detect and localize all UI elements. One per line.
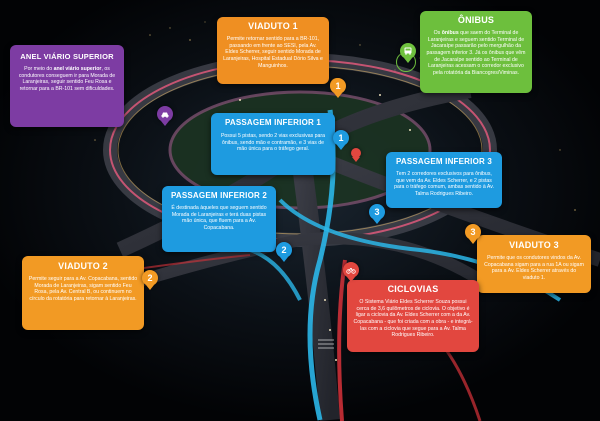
card-onibus: ÔNIBUS Os ônibus que saem do Terminal de…	[420, 11, 532, 93]
card-ciclovias: CICLOVIAS O Sistema Viário Eldes Scherre…	[347, 280, 479, 352]
bus-icon	[400, 43, 416, 59]
pin-passagem3: 3	[369, 204, 385, 220]
card-passagem3-text: Tem 2 corredores exclusivos para ônibus,…	[394, 171, 494, 197]
marker-red-lane	[351, 148, 361, 158]
bicycle-icon	[343, 262, 359, 278]
card-passagem3-title: PASSAGEM INFERIOR 3	[395, 157, 493, 166]
card-passagem1-title: PASSAGEM INFERIOR 1	[224, 118, 322, 127]
card-viaduto2-title: VIADUTO 2	[58, 261, 108, 271]
car-icon	[157, 106, 173, 122]
card-anel-text: Por meio do anel viário superior, os con…	[18, 66, 116, 92]
card-viaduto3-text: Permite que os condutores vindos da Av. …	[484, 255, 584, 281]
card-viaduto1-title: VIADUTO 1	[248, 21, 298, 31]
pin-viaduto1: 1	[330, 78, 346, 94]
card-viaduto3: VIADUTO 3 Permite que os condutores vind…	[477, 235, 591, 293]
card-passagem1: PASSAGEM INFERIOR 1 Possui 5 pistas, sen…	[211, 113, 335, 175]
card-onibus-text: Os ônibus que saem do Terminal de Laranj…	[426, 30, 526, 76]
card-passagem2-title: PASSAGEM INFERIOR 2	[170, 191, 268, 200]
card-viaduto2: VIADUTO 2 Permite seguir para a Av. Copa…	[22, 256, 144, 330]
card-viaduto2-text: Permite seguir para a Av. Copacabana, se…	[28, 276, 138, 302]
pin-viaduto3: 3	[465, 224, 481, 240]
pin-viaduto2: 2	[142, 270, 158, 286]
card-passagem2-text: É destinada àqueles que seguem sentido M…	[171, 205, 267, 231]
card-viaduto1: VIADUTO 1 Permite retornar sentido para …	[217, 17, 329, 84]
pin-passagem2: 2	[276, 242, 292, 258]
card-anel-viario: ANEL VIÁRIO SUPERIOR Por meio do anel vi…	[10, 45, 124, 127]
card-passagem3: PASSAGEM INFERIOR 3 Tem 2 corredores exc…	[386, 152, 502, 208]
card-viaduto1-text: Permite retornar sentido para a BR-101, …	[223, 36, 323, 69]
card-onibus-title: ÔNIBUS	[457, 15, 495, 25]
pin-passagem1: 1	[333, 130, 349, 146]
card-ciclovias-title: CICLOVIAS	[387, 284, 439, 294]
card-viaduto3-title: VIADUTO 3	[509, 240, 559, 250]
card-anel-title: ANEL VIÁRIO SUPERIOR	[20, 52, 114, 61]
card-passagem1-text: Possui 5 pistas, sendo 2 vias exclusivas…	[220, 133, 326, 153]
card-passagem2: PASSAGEM INFERIOR 2 É destinada àqueles …	[162, 186, 276, 252]
card-ciclovias-text: O Sistema Viário Eldes Scherrer Souza po…	[353, 299, 473, 339]
